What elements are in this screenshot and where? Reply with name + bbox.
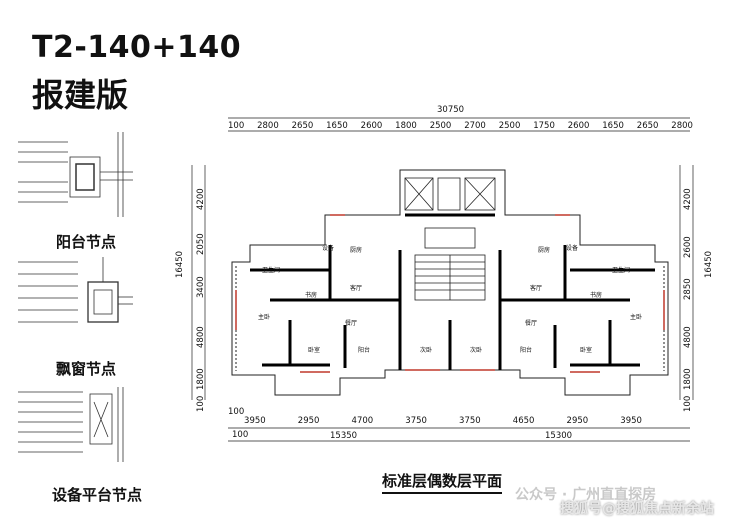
dim-bottom-total-right: 15300 <box>545 431 573 441</box>
dim-bottom-2: 4700 <box>351 416 374 426</box>
dim-top-row-values: 100 2800 2650 1650 2600 1800 2500 2700 2… <box>228 121 693 131</box>
dim-left-0: 4200 <box>196 188 206 210</box>
room-bedroom2-right: 次卧 <box>470 347 483 354</box>
dim-left-2: 3400 <box>196 276 206 298</box>
dim-top-6: 2500 <box>429 121 452 131</box>
dim-right-2: 2850 <box>683 278 693 300</box>
dim-right-4: 1800 <box>683 368 693 390</box>
room-bedroom-right: 卧室 <box>580 347 593 354</box>
dim-top-9: 1750 <box>533 121 555 131</box>
dim-right-total: 16450 <box>704 250 714 278</box>
dim-bottom-row-values: 3950 2950 4700 3750 3750 4650 2950 3950 <box>228 416 658 426</box>
dim-right-5: 100 <box>683 395 693 412</box>
dim-top-0: 100 <box>228 121 245 131</box>
drawing-title: T2-140+140 <box>32 30 242 65</box>
stair <box>414 254 486 301</box>
walls <box>250 213 655 370</box>
dim-top-11: 1650 <box>602 121 624 131</box>
dim-bottom-4: 3750 <box>459 416 481 426</box>
bay-window-node-sketch <box>18 257 133 323</box>
dim-left-3: 4800 <box>196 326 206 348</box>
dim-top-12: 2650 <box>636 121 659 131</box>
room-dining-right: 餐厅 <box>525 320 538 327</box>
room-master-right: 主卧 <box>630 314 643 321</box>
dim-top-1: 2800 <box>257 121 279 131</box>
bay-window-node-caption: 飘窗节点 <box>56 360 117 378</box>
room-living-right: 客厅 <box>530 285 543 292</box>
dim-top-13: 2800 <box>671 121 693 131</box>
balcony-node-sketch <box>18 132 133 217</box>
room-equipment-right: 设备 <box>566 245 579 252</box>
dim-left-total: 16450 <box>175 250 185 278</box>
room-kitchen-right: 厨房 <box>538 247 551 254</box>
dim-right-0: 4200 <box>683 188 693 210</box>
room-study-left: 书房 <box>305 292 318 299</box>
dim-right-3: 4800 <box>683 326 693 348</box>
dim-bottom-6: 2950 <box>566 416 589 426</box>
windows <box>235 214 665 373</box>
dim-right-1: 2600 <box>683 236 693 258</box>
dim-total-top: 30750 <box>437 105 465 115</box>
room-dining-left: 餐厅 <box>345 320 358 327</box>
dim-top-5: 1800 <box>395 121 417 131</box>
dim-left-1: 2050 <box>196 233 206 255</box>
dim-bottom-total-left: 15350 <box>330 431 358 441</box>
dim-top-10: 2600 <box>567 121 590 131</box>
room-balcony-right: 阳台 <box>520 347 533 354</box>
room-toilet-left: 卫生间 <box>262 267 281 274</box>
dim-bottom-7: 3950 <box>620 416 642 426</box>
equipment-node-sketch <box>18 387 124 462</box>
dim-top-8: 2500 <box>498 121 521 131</box>
dimension-lines <box>191 117 694 442</box>
dim-top-3: 1650 <box>326 121 348 131</box>
dim-bottom-small-left: 100 <box>228 407 245 417</box>
room-equipment-left: 设备 <box>322 245 335 252</box>
dim-bottom-0: 3950 <box>244 416 266 426</box>
room-master-left: 主卧 <box>258 314 271 321</box>
dim-top-2: 2650 <box>291 121 314 131</box>
room-kitchen-left: 厨房 <box>350 247 363 254</box>
dim-bottom-3: 3750 <box>405 416 427 426</box>
room-toilet-right: 卫生间 <box>612 267 631 274</box>
balcony-node-caption: 阳台节点 <box>56 233 117 251</box>
room-bedroom2-left: 次卧 <box>420 347 433 354</box>
watermark-wechat: 公众号 · 广州直直探房 <box>515 487 657 503</box>
plan-caption: 标准层偶数层平面 <box>382 470 503 494</box>
watermark-sohu: 搜狐号@搜狐焦点新余站 <box>560 501 714 517</box>
node-details <box>18 132 133 462</box>
drawing-subtitle: 报建版 <box>32 76 129 114</box>
dim-bottom-small-left2: 100 <box>232 430 249 440</box>
dim-top-7: 2700 <box>464 121 486 131</box>
dim-bottom-5: 4650 <box>512 416 535 426</box>
room-bedroom-left: 卧室 <box>308 347 321 354</box>
dim-bottom-1: 2950 <box>297 416 320 426</box>
dim-left-5: 100 <box>196 395 206 412</box>
room-living-left: 客厅 <box>350 285 363 292</box>
equipment-node-caption: 设备平台节点 <box>52 486 143 504</box>
dim-top-4: 2600 <box>360 121 383 131</box>
dim-left-4: 1800 <box>196 368 206 390</box>
core <box>404 177 496 301</box>
room-balcony-left: 阳台 <box>358 347 371 354</box>
room-study-right: 书房 <box>590 292 603 299</box>
